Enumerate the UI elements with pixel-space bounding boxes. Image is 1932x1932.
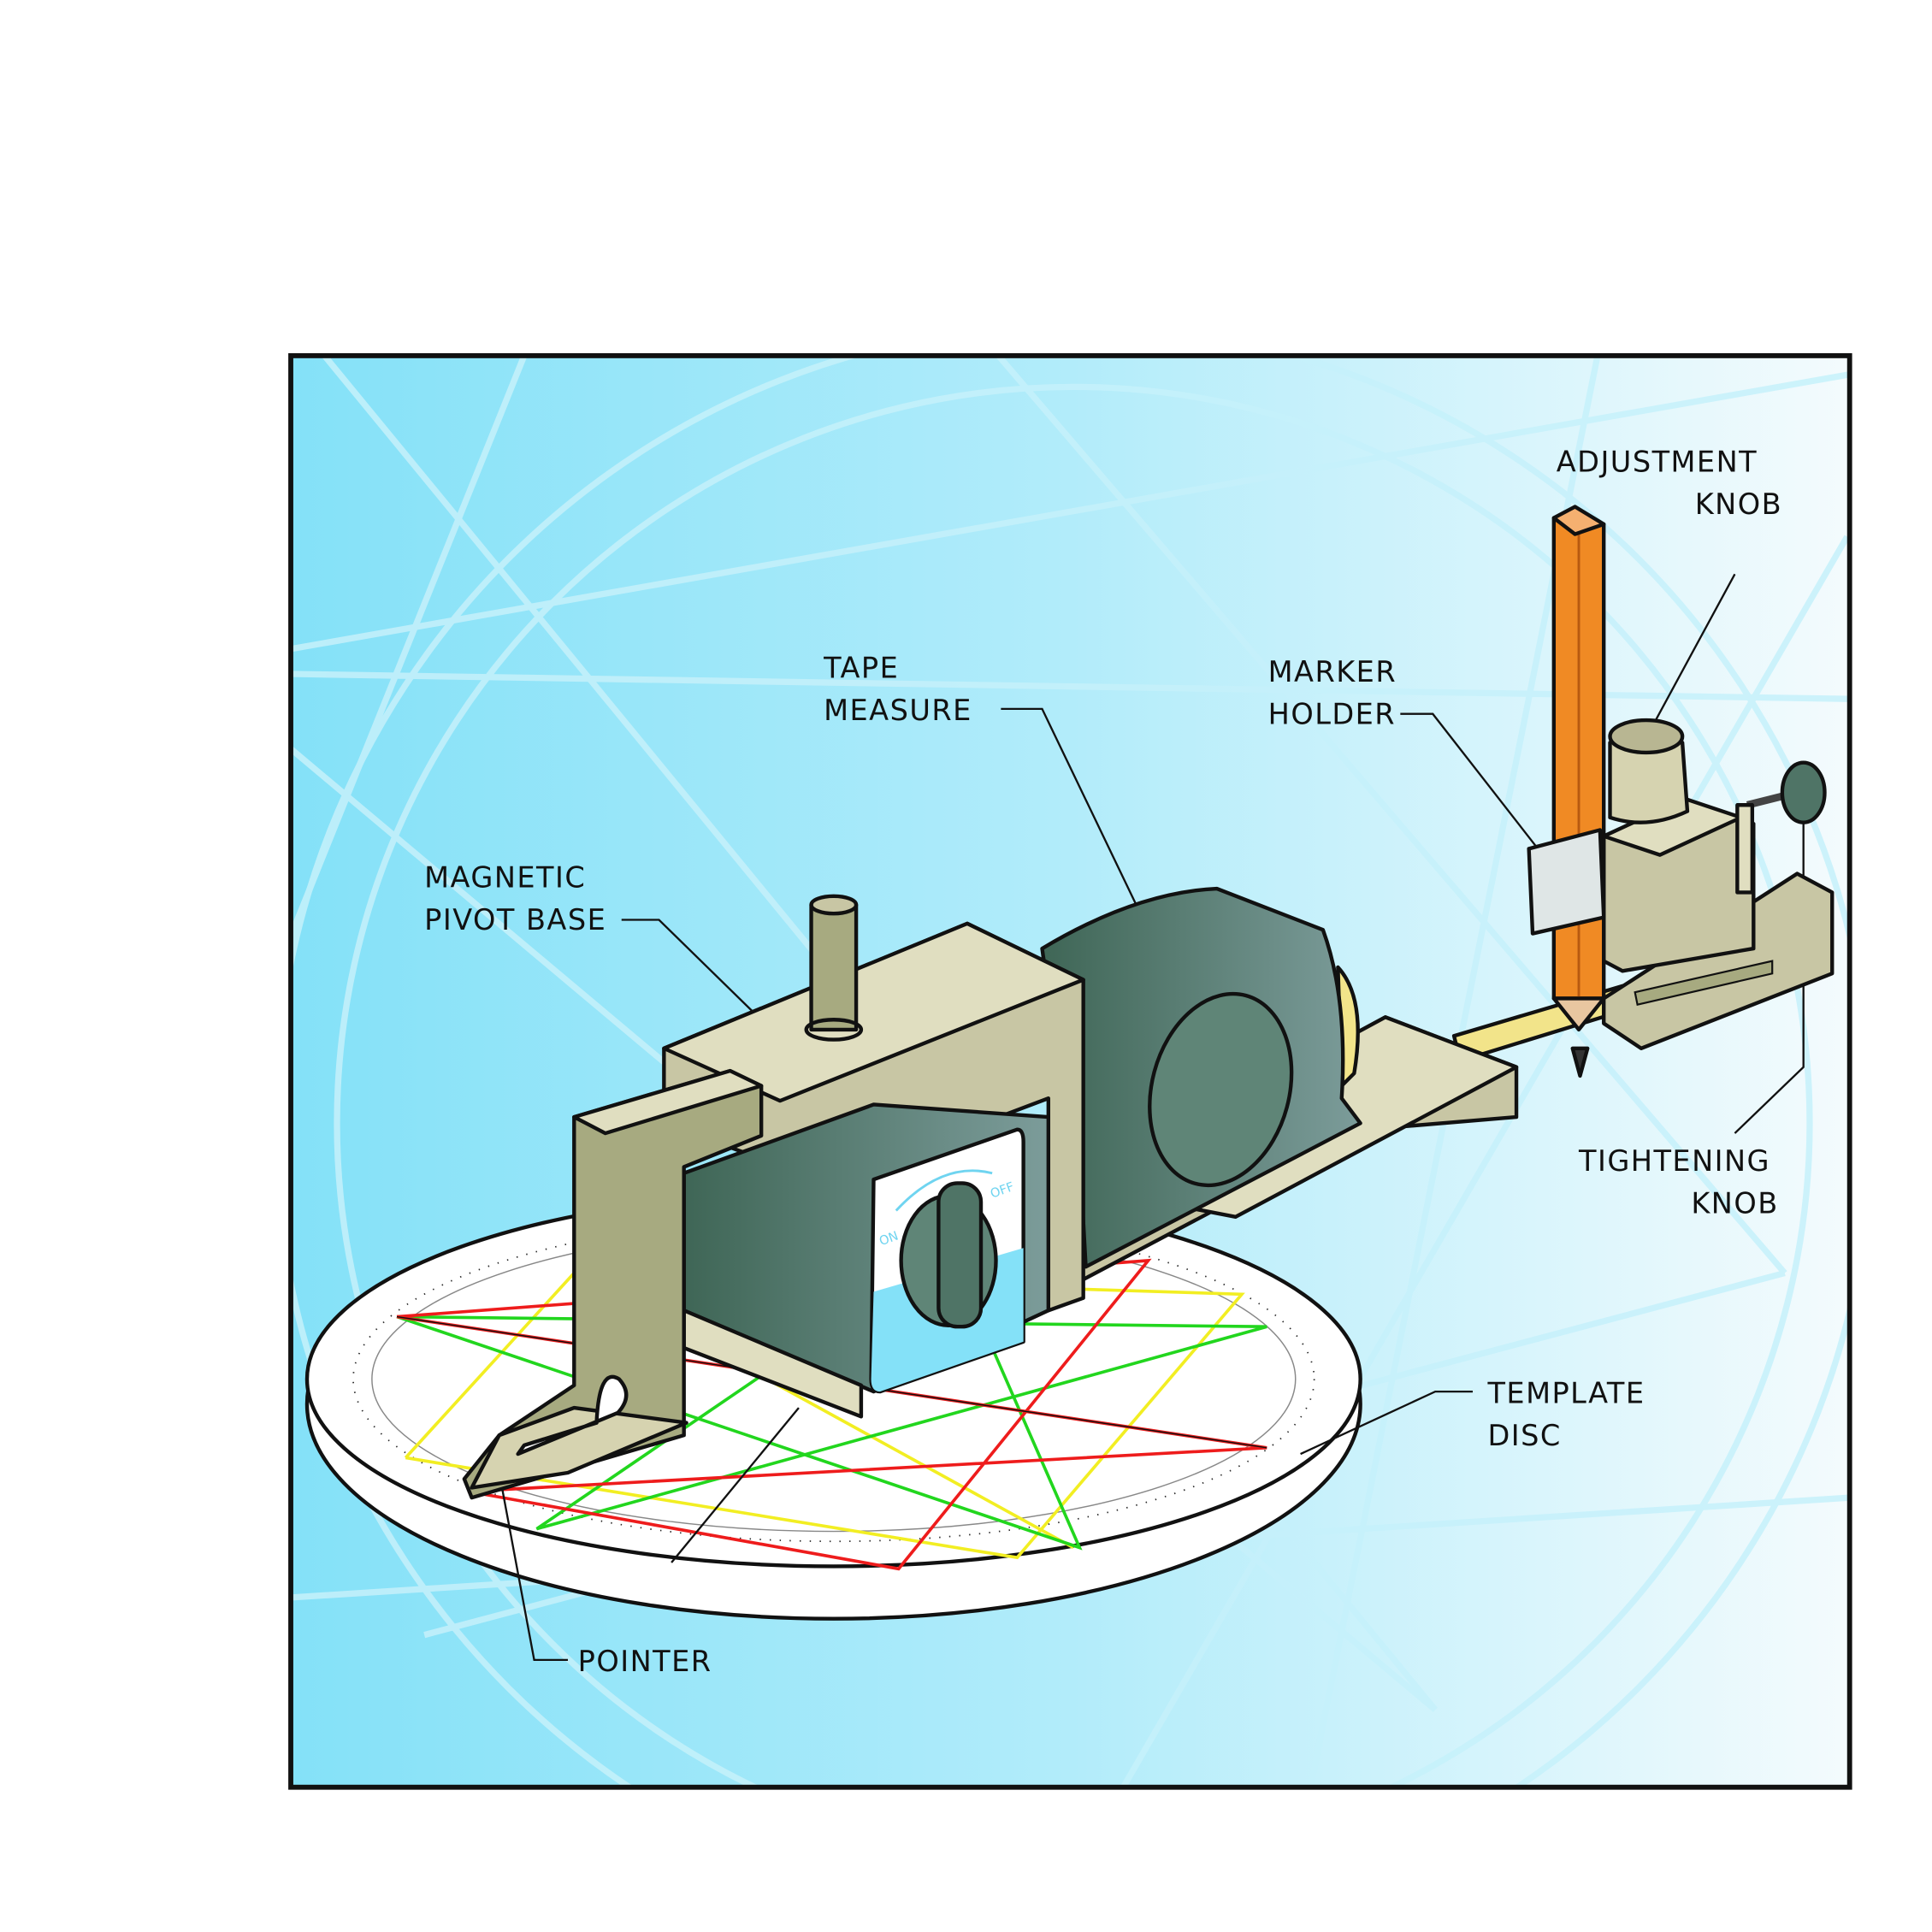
tape-measure bbox=[1040, 886, 1362, 1269]
tightening-knob[interactable] bbox=[1746, 760, 1827, 824]
pivot-pin bbox=[804, 894, 864, 1042]
adjustment-knob[interactable] bbox=[1608, 718, 1690, 824]
frame-border bbox=[288, 352, 1852, 1790]
switch-on-label: ON bbox=[877, 1229, 901, 1250]
label-pointer: POINTER bbox=[578, 1645, 712, 1678]
marker-clamp bbox=[1527, 828, 1606, 936]
pencil bbox=[1527, 505, 1606, 1078]
pointer bbox=[470, 1405, 688, 1490]
on-off-switch[interactable]: ON OFF bbox=[869, 1127, 1025, 1394]
magnetic-pivot-base: ON OFF bbox=[462, 894, 1085, 1500]
marker-holder-assembly bbox=[1602, 718, 1835, 1051]
